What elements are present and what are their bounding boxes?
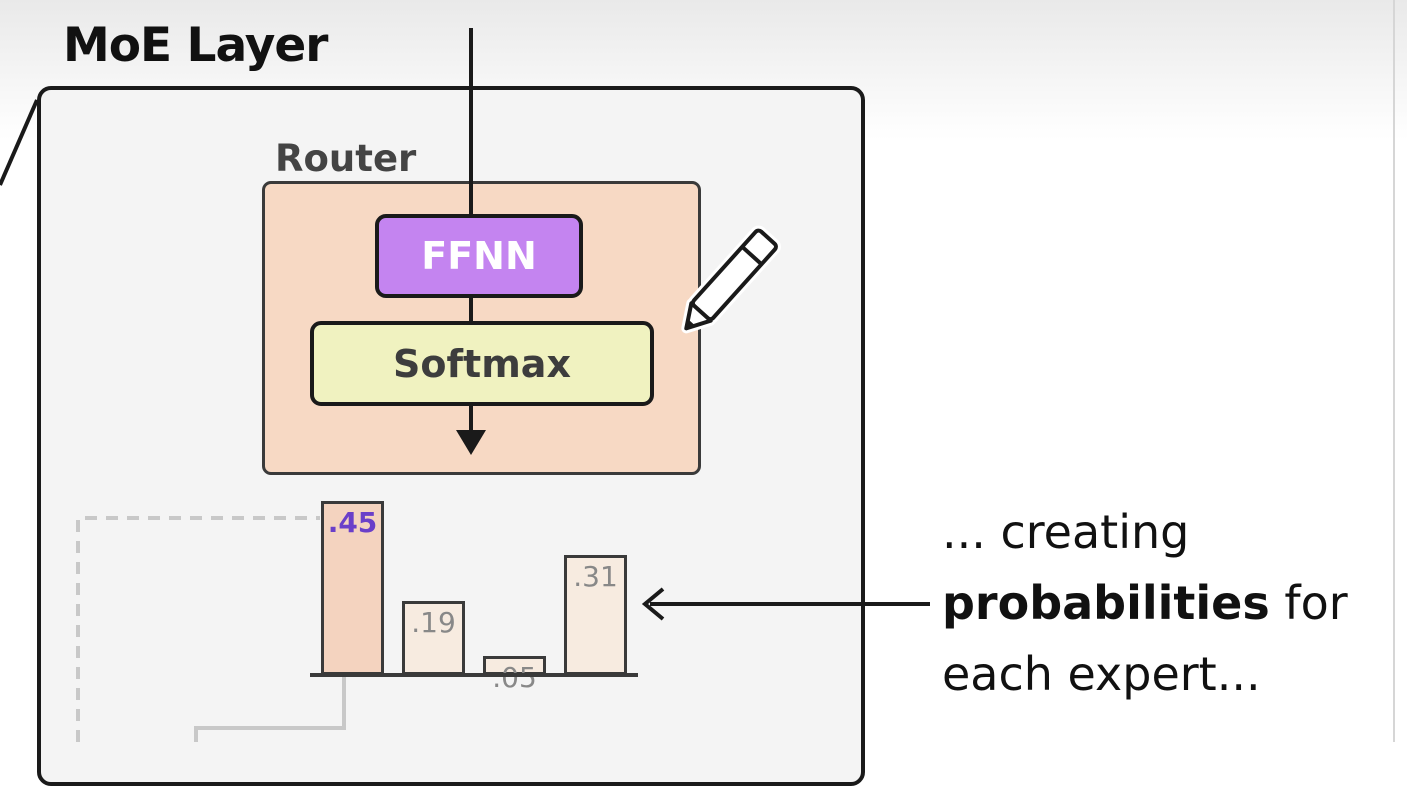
caption-line-3: each expert... — [942, 647, 1261, 701]
probability-bar: .31 — [564, 555, 627, 675]
probability-label: .31 — [573, 560, 618, 593]
caption-line-1: ... creating — [942, 505, 1190, 559]
bar-baseline — [310, 673, 638, 677]
router-label: Router — [275, 137, 417, 180]
dashed-route-line — [76, 516, 320, 742]
probability-bar: .19 — [402, 601, 465, 675]
arrow-down-icon — [456, 430, 486, 455]
pencil-icon — [681, 225, 781, 334]
zoom-connector-line — [0, 99, 39, 186]
softmax-box: Softmax — [310, 321, 654, 406]
connector-lines — [0, 28, 930, 742]
selected-route-line — [194, 677, 346, 742]
probability-label: .45 — [327, 506, 378, 539]
probability-bar: .45 — [321, 501, 384, 675]
caption-line-2: probabilities for — [942, 568, 1387, 639]
moe-layer-title: MoE Layer — [63, 18, 328, 73]
caption-text: ... creating probabilities for each expe… — [942, 497, 1387, 710]
probability-label: .19 — [411, 606, 456, 639]
probability-label: .05 — [492, 661, 537, 694]
arrow-left-icon — [641, 587, 665, 621]
right-divider — [1393, 0, 1395, 742]
ffnn-box: FFNN — [375, 214, 583, 298]
caption-emphasis: probabilities — [942, 576, 1270, 630]
caption-line-2-rest: for — [1269, 576, 1348, 630]
